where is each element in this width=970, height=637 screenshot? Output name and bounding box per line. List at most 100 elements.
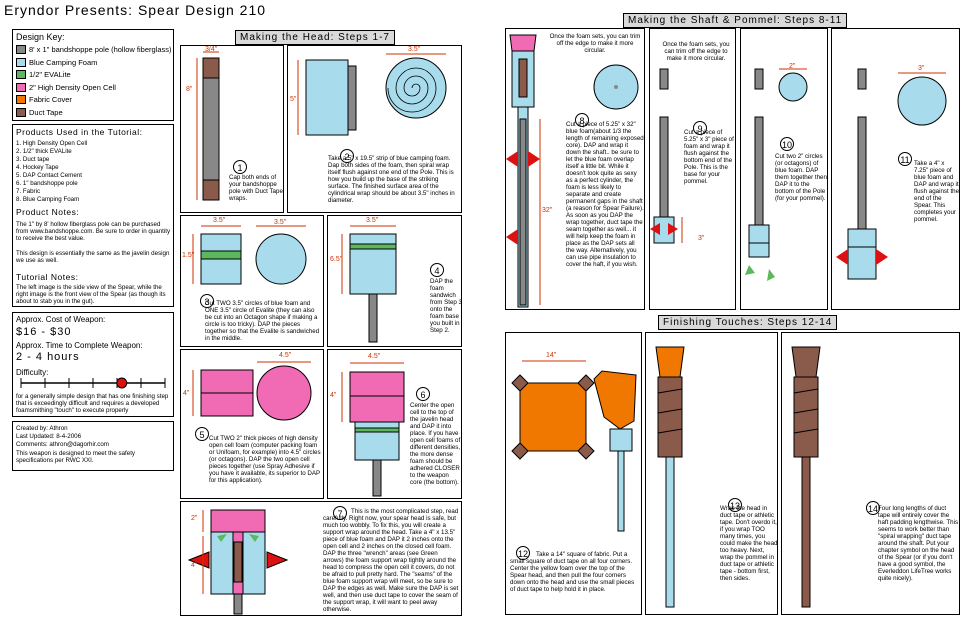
step-10-number: 10 [780,137,794,151]
section-shaft-header: Making the Shaft & Pommel: Steps 8-11 [623,13,848,28]
product-item: 6. 1" bandshoppe pole [16,180,78,187]
step-13-text: Wrap the head in duct tape or athletic t… [720,505,778,582]
step-12-text: Take a 14" square of fabric. Put a small… [510,551,635,593]
step-1-dim-width: 3/4" [205,46,218,53]
step-6-panel: 4.5" 4" 6 Center the open cell to the to… [327,349,462,499]
key-label: Fabric Cover [29,95,72,104]
step-9-panel: Once the foam sets, you can trim off the… [649,28,736,310]
product-item: 4. Hockey Tape [16,164,59,171]
product-notes-heading: Product Notes: [16,207,80,217]
section-finish-header: Finishing Touches: Steps 12-14 [658,315,838,330]
step-1-dim-height: 8" [186,86,193,93]
step-8-diagram [506,34,639,308]
step-4-dim-height: 6.5" [330,256,343,263]
step-12-dim: 14" [546,352,557,359]
step-14-text: Four long lengths of duct tape will enti… [878,505,959,582]
step-3-dim-b: 3.5" [274,219,287,226]
key-swatch [16,95,26,104]
step-6-dim-width: 4.5" [368,353,381,360]
step-5-number: 5 [195,427,209,441]
key-swatch [16,70,26,79]
cost-label: Approx. Cost of Weapon: [16,315,106,324]
step-7-dim-a: 2" [191,515,198,522]
step-8-panel: Once the foam sets, you can trim off the… [505,28,645,310]
product-item: 3. Duct tape [16,156,50,163]
step-7-dim-b: 4" [191,562,198,569]
step-9-top-text: Once the foam sets, you can trim off the… [662,41,730,62]
step-4-panel: 3.5" 6.5" 4 DAP the foam sandwich from S… [327,215,462,347]
tutorial-notes-heading: Tutorial Notes: [16,272,79,282]
product-item: 1. High Density Open Cell [16,140,88,147]
product-notes-text: The 1" by 8' hollow fiberglass pole can … [16,221,171,242]
step-7-panel: 2" 4" 7 This is the most complicated ste… [180,501,462,616]
step-13-number: 13 [728,498,742,512]
step-12-panel: 14" 12 Take a 14" square of fabric. Put … [505,332,642,615]
step-2-dim-height: 5" [290,96,297,103]
time-value: 2 - 4 hours [16,351,80,363]
time-label: Approx. Time to Complete Weapon: [16,341,143,350]
key-swatch [16,107,26,117]
step-4-number: 4 [430,263,444,277]
product-item: 2. 1/2" thick EVALite [16,148,72,155]
step-13-diagram [655,346,685,608]
step-11-panel: 3" 11 Take a 4" x 7.25" piece of blue fo… [831,28,960,310]
step-2-number: 2 [340,149,354,163]
step-11-diagram [836,68,947,280]
step-7-number: 7 [333,506,347,520]
tutorial-notes-text: The left image is the side view of the S… [16,284,166,305]
step-6-text: Center the open cell to the top of the j… [410,402,461,486]
key-label: 8' x 1" bandshoppe pole (hollow fibergla… [29,45,172,54]
section-head-header: Making the Head: Steps 1-7 [235,30,395,45]
step-2-diagram [297,53,447,136]
step-1-number: 1 [233,160,247,174]
key-label: 2" High Density Open Cell [29,82,116,92]
step-9-dim: 3" [698,235,705,242]
step-4-dim-width: 3.5" [366,217,379,224]
step-1-diagram [196,51,220,201]
step-14-diagram [791,346,821,608]
step-3-dim-a: 3.5" [213,217,226,224]
key-swatch [16,45,26,54]
step-4-diagram [341,225,397,343]
step-7-diagram [187,509,289,615]
difficulty-marker [116,377,128,389]
cost-panel: Approx. Cost of Weapon: $16 - $30 Approx… [12,312,174,417]
step-7-text: This is the most complicated step, read … [323,508,459,613]
key-label: Duct Tape [29,107,63,117]
step-5-diagram [192,361,312,421]
step-8-number: 8 [575,113,589,127]
step-3-panel: 3.5" 3.5" 1.5" 3 Cut TWO 3.5" circles of… [180,215,324,347]
step-12-diagram [511,360,637,532]
step-9-diagram [650,68,683,244]
step-13-panel: 13 Wrap the head in duct tape or athleti… [645,332,778,615]
page-title: Eryndor Presents: Spear Design 210 [4,2,267,18]
products-heading: Products Used in the Tutorial: [16,127,143,137]
step-3-text: Cut TWO 3.5" circles of blue foam and ON… [205,300,320,342]
step-10-diagram [745,68,808,281]
step-3-number: 3 [200,294,214,308]
difficulty-scale [20,377,166,389]
products-panel: Products Used in the Tutorial: 1. High D… [12,124,174,307]
step-6-diagram [341,362,405,497]
credits-created: Created by: Athron [16,425,68,432]
step-5-dim-height: 4" [183,390,190,397]
step-9-text: Cut a piece of 5.25" x 3" piece of foam … [684,129,734,185]
product-item: 7. Fabric [16,188,41,195]
step-11-dim: 3" [918,65,925,72]
step-10-panel: 2" 10 Cut two 2" circles (or octagons) o… [740,28,828,310]
step-11-text: Take a 4" x 7.25" piece of blue foam and… [914,160,960,223]
step-10-dim: 2" [789,63,796,70]
difficulty-note: for a generally simple design that has o… [16,393,169,414]
step-10-text: Cut two 2" circles (or octagons) of blue… [775,153,827,202]
key-swatch [16,82,26,92]
step-11-number: 11 [898,152,912,166]
step-2-dim-width: 3.5" [408,46,421,53]
credits-weapon: This weapon is designed to meet the safe… [16,450,136,464]
step-2-text: Take a 5" x 19.5" strip of blue camping … [328,155,455,204]
step-3-dim-h: 1.5" [182,252,195,259]
key-label: 1/2" EVALite [29,70,71,79]
step-1-text: Cap both ends of your bandshoppe pole wi… [229,174,283,202]
key-label: Blue Camping Foam [29,57,98,67]
step-5-text: Cut TWO 2" thick pieces of high density … [209,435,321,484]
step-6-number: 6 [416,387,430,401]
